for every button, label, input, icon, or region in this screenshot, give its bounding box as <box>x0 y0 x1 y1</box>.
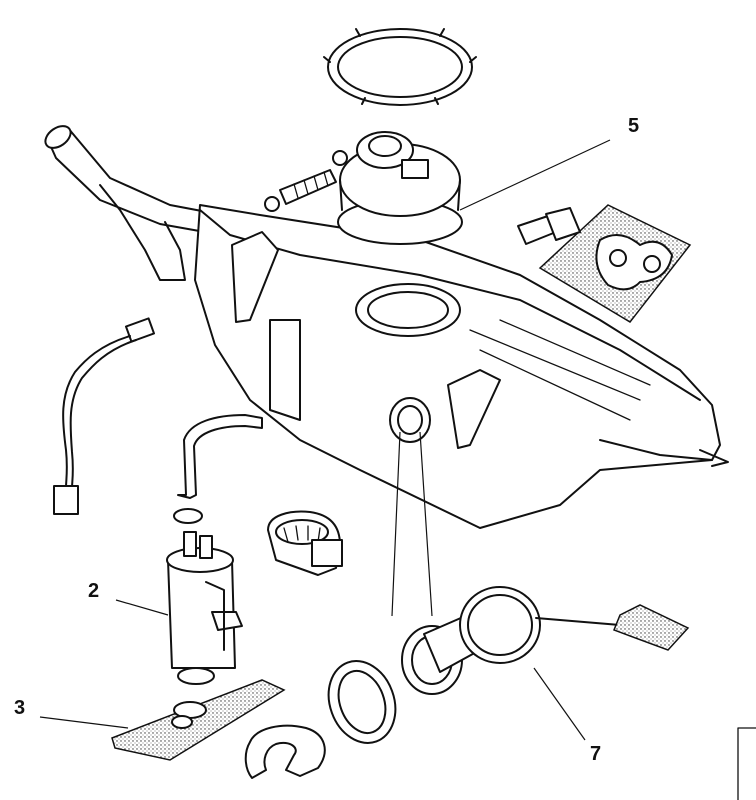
sender-seal-ring <box>327 660 397 744</box>
callout-2: 2 <box>88 580 99 602</box>
retaining-clip <box>244 724 326 779</box>
pump-bracket <box>267 510 343 576</box>
callout-3: 3 <box>14 697 25 719</box>
vent-valve-and-seal <box>517 204 692 323</box>
pump-inlet-filter <box>111 679 286 761</box>
callout-5: 5 <box>628 115 639 137</box>
fuel-tank <box>194 204 729 529</box>
projection-lines <box>391 431 433 617</box>
fuel-sender-unit-top <box>264 131 463 245</box>
leader-lines <box>39 139 611 741</box>
fuel-pump-hose <box>173 414 263 524</box>
fuel-level-sender <box>401 586 690 695</box>
wiring-harness <box>53 317 156 515</box>
callout-7: 7 <box>590 743 601 765</box>
locking-ring <box>323 28 477 106</box>
frame-corner <box>737 727 756 800</box>
fuel-pump <box>166 531 243 685</box>
